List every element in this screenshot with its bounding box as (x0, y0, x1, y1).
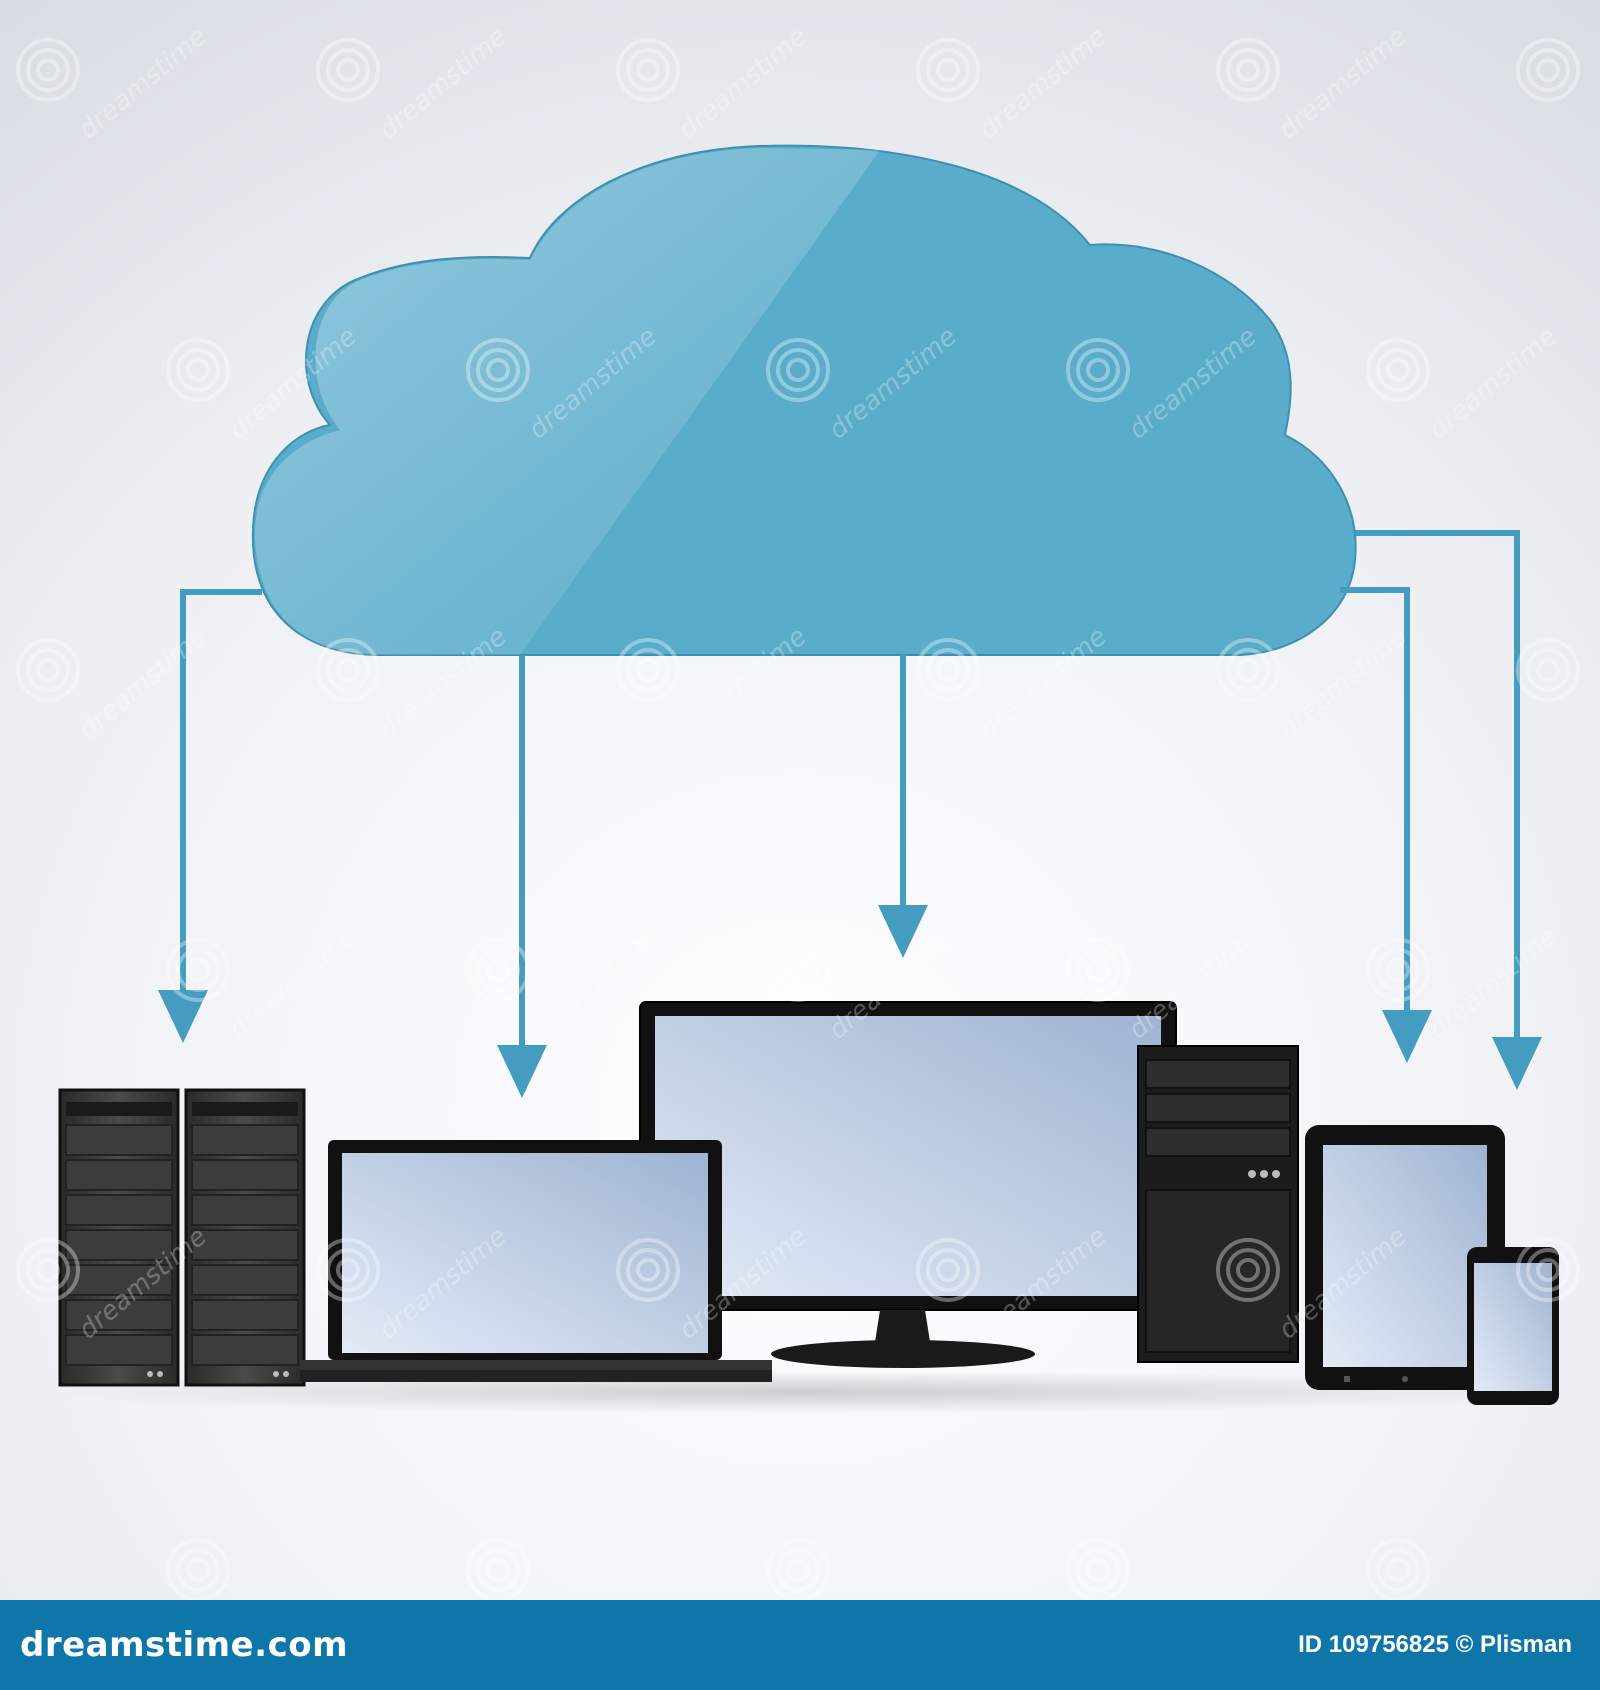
tablet-icon (1305, 1125, 1505, 1390)
arrowhead-tablet (1382, 1010, 1432, 1063)
watermark-logo-icon (766, 1538, 830, 1600)
watermark-logo-icon (1216, 638, 1280, 702)
watermark-logo-icon (616, 38, 680, 102)
watermark-logo-icon (166, 338, 230, 402)
arrow-to-tablet (1340, 587, 1410, 1010)
watermark-logo-icon (16, 38, 80, 102)
footer-bar: dreamstime.com ID 109756825 © Plisman (0, 1600, 1600, 1690)
watermark-logo-icon (316, 1238, 380, 1302)
watermark-logo-icon (616, 638, 680, 702)
watermark-logo-icon (916, 1238, 980, 1302)
watermark-logo-icon (916, 638, 980, 702)
watermark-logo-icon (466, 938, 530, 1002)
laptop-icon (300, 1140, 772, 1382)
watermark-logo-icon (766, 938, 830, 1002)
watermark-logo-icon (916, 38, 980, 102)
watermark-logo-icon (166, 938, 230, 1002)
server-unit-right (184, 1088, 306, 1387)
server-unit-left (58, 1088, 180, 1387)
desktop-tower-icon (1137, 1045, 1299, 1363)
watermark-logo-icon (1066, 1538, 1130, 1600)
watermark-logo-icon (1216, 1238, 1280, 1302)
watermark-logo-icon (16, 638, 80, 702)
tablet-screen (1323, 1145, 1487, 1367)
watermark-logo-icon (1516, 638, 1580, 702)
laptop-screen (342, 1153, 708, 1353)
watermark-logo-icon (1516, 1238, 1580, 1302)
cloud-icon (251, 144, 1357, 656)
connector-arrows (180, 530, 1520, 1045)
arrow-to-server-rack (180, 589, 262, 995)
arrowhead-laptop (497, 1045, 547, 1098)
watermark-logo-icon (166, 1538, 230, 1600)
watermark-logo-icon (616, 1238, 680, 1302)
arrowhead-server-rack (158, 990, 208, 1043)
watermark-logo-icon (1366, 938, 1430, 1002)
arrowhead-smartphone (1492, 1037, 1542, 1090)
footer-credit: ID 109756825 © Plisman (1298, 1631, 1572, 1658)
watermark-logo-icon (1366, 1538, 1430, 1600)
cloud-shine (255, 148, 880, 655)
arrowhead-monitor (878, 905, 928, 958)
monitor-screen (655, 1016, 1161, 1296)
arrow-to-smartphone (1355, 530, 1520, 1040)
watermark-logo-icon (466, 1538, 530, 1600)
cloud-diagram: dreamstimedreamstimedreamstimedreamstime… (0, 0, 1600, 1600)
watermark-logo-icon (1066, 938, 1130, 1002)
monitor-icon (639, 1001, 1177, 1368)
watermark-logo-icon (766, 338, 830, 402)
watermark-logo-icon (1516, 38, 1580, 102)
watermark-logo-icon (466, 338, 530, 402)
server-rack-icon (58, 1088, 306, 1387)
footer-brand-logo: dreamstime.com (20, 1625, 349, 1665)
watermark-logo-icon (316, 638, 380, 702)
arrowheads (158, 905, 1542, 1098)
watermark-logo-icon (1366, 338, 1430, 402)
smartphone-icon (1467, 1247, 1559, 1405)
watermark-logo-icon (1066, 338, 1130, 402)
watermark-logo-icon (316, 38, 380, 102)
watermark-logo-icon (1216, 38, 1280, 102)
watermark-logo-icon (16, 1238, 80, 1302)
smartphone-screen (1474, 1263, 1552, 1391)
